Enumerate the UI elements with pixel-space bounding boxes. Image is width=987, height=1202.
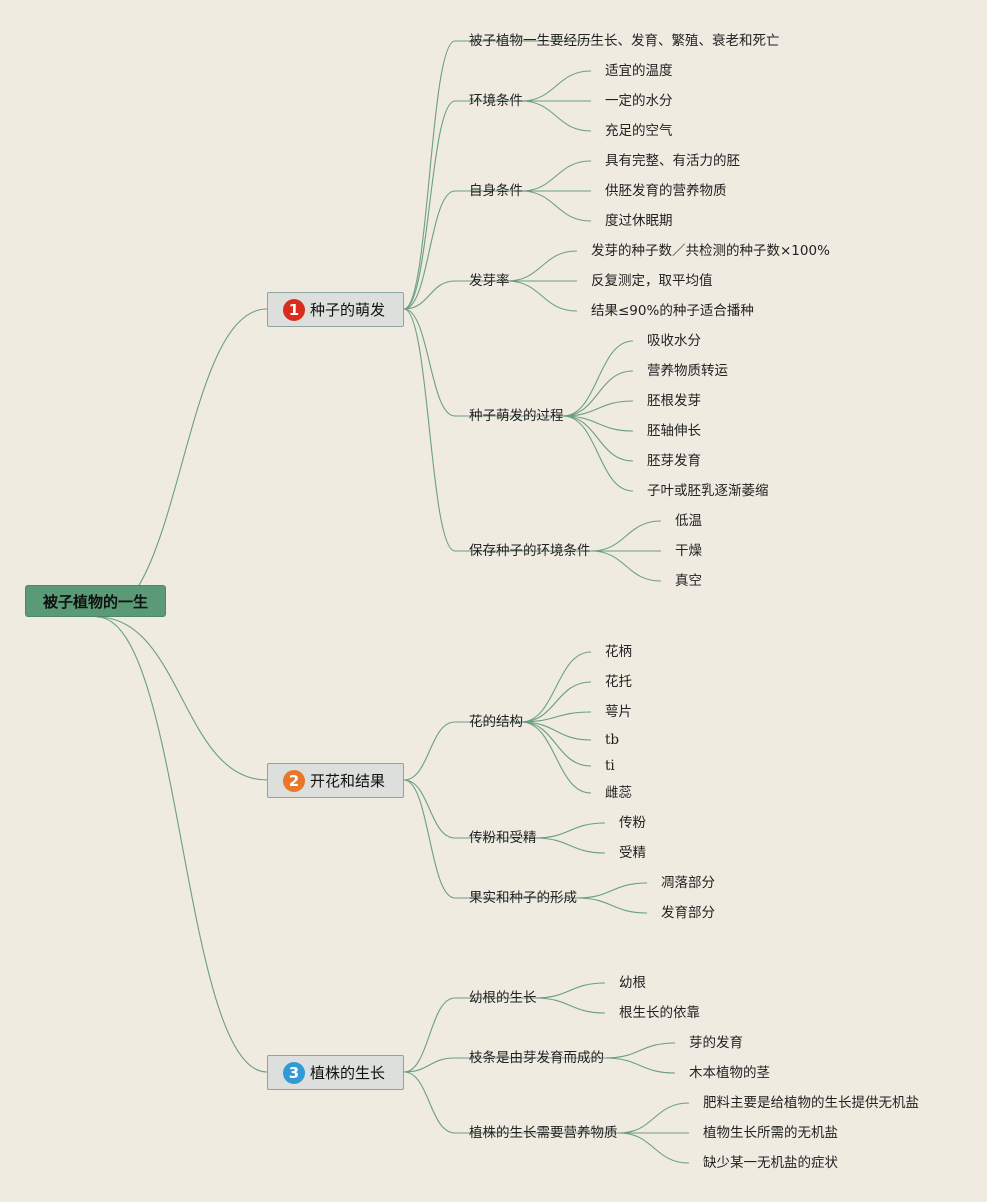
branch-label: 种子的萌发: [310, 301, 386, 319]
leaf[interactable]: 幼根: [619, 975, 646, 991]
leaf[interactable]: 受精: [619, 845, 646, 861]
root-node[interactable]: 被子植物的一生: [25, 585, 166, 617]
topic-environment[interactable]: 环境条件: [469, 93, 523, 109]
leaf[interactable]: 发芽的种子数／共检测的种子数×100%: [591, 243, 830, 259]
leaf[interactable]: 花柄: [605, 644, 632, 660]
leaf[interactable]: 植物生长所需的无机盐: [703, 1125, 838, 1141]
leaf[interactable]: 肥料主要是给植物的生长提供无机盐: [703, 1095, 919, 1111]
branch-seed-germination[interactable]: 1 种子的萌发: [267, 292, 404, 327]
topic-flower-structure[interactable]: 花的结构: [469, 714, 523, 730]
leaf[interactable]: 子叶或胚乳逐渐萎缩: [647, 483, 769, 499]
branch-label: 植株的生长: [310, 1064, 386, 1082]
topic-germination-process[interactable]: 种子萌发的过程: [469, 408, 564, 424]
topic-pollination[interactable]: 传粉和受精: [469, 830, 537, 846]
leaf[interactable]: 一定的水分: [605, 93, 673, 109]
leaf[interactable]: 结果≤90%的种子适合播种: [591, 303, 754, 319]
leaf[interactable]: tb: [605, 732, 620, 748]
leaf[interactable]: 花托: [605, 674, 632, 690]
topic-fruit-formation[interactable]: 果实和种子的形成: [469, 890, 577, 906]
leaf[interactable]: 干燥: [675, 543, 702, 559]
number-2-badge-icon: 2: [283, 769, 305, 792]
leaf[interactable]: 充足的空气: [605, 123, 673, 139]
number-3-badge-icon: 3: [283, 1061, 305, 1084]
topic-root-growth[interactable]: 幼根的生长: [469, 990, 537, 1006]
topic-stages[interactable]: 被子植物一生要经历生长、发育、繁殖、衰老和死亡: [469, 33, 780, 49]
leaf[interactable]: 凋落部分: [661, 875, 715, 891]
leaf[interactable]: 供胚发育的营养物质: [605, 183, 727, 199]
leaf[interactable]: 传粉: [619, 815, 646, 831]
leaf[interactable]: ti: [605, 758, 615, 774]
leaf[interactable]: 胚轴伸长: [647, 423, 701, 439]
branch-plant-growth[interactable]: 3 植株的生长: [267, 1055, 404, 1090]
branch-label: 开花和结果: [310, 772, 386, 790]
topic-nutrients[interactable]: 植株的生长需要营养物质: [469, 1125, 618, 1141]
leaf[interactable]: 反复测定，取平均值: [591, 273, 713, 289]
leaf[interactable]: 胚根发芽: [647, 393, 701, 409]
leaf[interactable]: 雌蕊: [605, 785, 632, 801]
leaf[interactable]: 吸收水分: [647, 333, 701, 349]
leaf[interactable]: 缺少某一无机盐的症状: [703, 1155, 838, 1171]
number-1-badge-icon: 1: [283, 298, 305, 321]
leaf[interactable]: 芽的发育: [689, 1035, 743, 1051]
leaf[interactable]: 低温: [675, 513, 702, 529]
topic-branch-from-bud[interactable]: 枝条是由芽发育而成的: [469, 1050, 604, 1066]
topic-germination-rate[interactable]: 发芽率: [469, 273, 510, 289]
leaf[interactable]: 根生长的依靠: [619, 1005, 700, 1021]
leaf[interactable]: 适宜的温度: [605, 63, 673, 79]
topic-self-conditions[interactable]: 自身条件: [469, 183, 523, 199]
leaf[interactable]: 营养物质转运: [647, 363, 728, 379]
leaf[interactable]: 胚芽发育: [647, 453, 701, 469]
leaf[interactable]: 木本植物的茎: [689, 1065, 770, 1081]
leaf[interactable]: 发育部分: [661, 905, 715, 921]
leaf[interactable]: 真空: [675, 573, 702, 589]
leaf[interactable]: 具有完整、有活力的胚: [605, 153, 740, 169]
topic-seed-storage[interactable]: 保存种子的环境条件: [469, 543, 591, 559]
leaf[interactable]: 度过休眠期: [605, 213, 673, 229]
branch-flowering-fruiting[interactable]: 2 开花和结果: [267, 763, 404, 798]
leaf[interactable]: 萼片: [605, 704, 632, 720]
root-label: 被子植物的一生: [42, 592, 148, 611]
